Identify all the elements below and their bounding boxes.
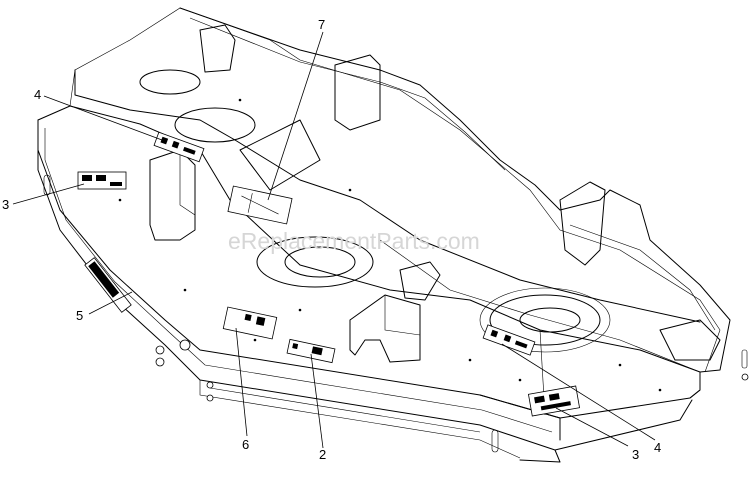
callouts: 7 4 3 5 6 2 4 3 xyxy=(2,17,661,462)
callout-6: 6 xyxy=(242,437,249,452)
decal-4-right xyxy=(482,324,536,356)
callout-7: 7 xyxy=(318,17,325,32)
callout-4-left: 4 xyxy=(34,87,41,102)
leader-4a xyxy=(43,95,163,141)
leader-lines xyxy=(12,31,656,449)
decal-4-left xyxy=(153,131,205,163)
callout-4-right: 4 xyxy=(654,440,661,455)
spindle-openings xyxy=(139,69,611,353)
leader-6 xyxy=(235,327,248,437)
leader-4b xyxy=(501,343,656,441)
decals xyxy=(77,131,581,417)
decal-3-right xyxy=(527,385,581,417)
callout-2: 2 xyxy=(319,447,326,462)
leader-3b xyxy=(555,407,629,447)
decal-6 xyxy=(222,306,278,340)
deck-hardware xyxy=(118,98,749,402)
leader-3a xyxy=(12,183,85,205)
leader-5 xyxy=(88,291,133,315)
callout-3-left: 3 xyxy=(2,197,9,212)
decal-7 xyxy=(227,185,293,225)
decal-3-left xyxy=(77,171,127,190)
callout-3-right: 3 xyxy=(632,447,639,462)
decal-2 xyxy=(286,338,336,364)
mower-deck-body xyxy=(37,7,731,463)
watermark-text: eReplacementParts.com xyxy=(228,228,480,254)
leader-2 xyxy=(310,353,324,449)
callout-5: 5 xyxy=(76,308,83,323)
leader-7 xyxy=(267,31,324,201)
